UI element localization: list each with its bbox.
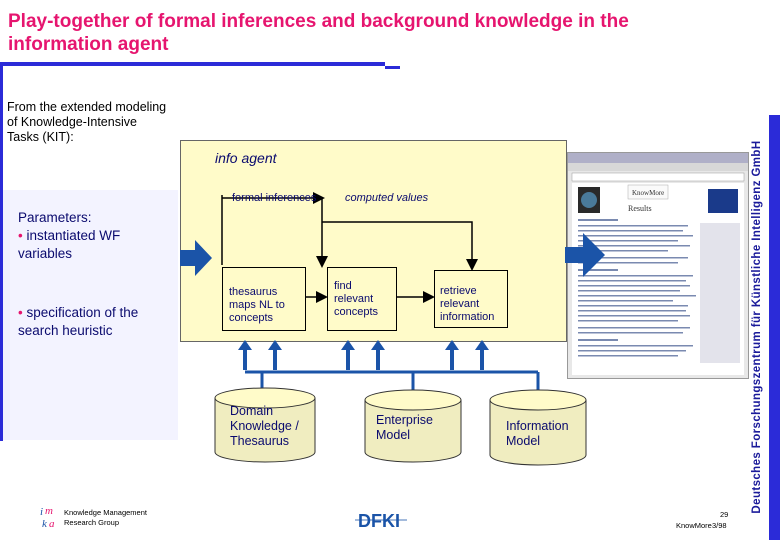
slide-title: Play-together of formal inferences and b… [8, 11, 629, 55]
process-box-thesaurus-text: thesaurus maps NL to concepts [229, 286, 285, 324]
info-agent-label: info agent [215, 150, 277, 166]
cylinder-information-label: Information Model [506, 419, 569, 448]
kmrg-logo: i m k a [38, 503, 64, 529]
svg-text:Results: Results [628, 204, 652, 213]
footer-group-name: Knowledge Management Research Group [64, 508, 147, 528]
svg-text:m: m [45, 505, 53, 517]
cylinder-enterprise [364, 389, 462, 463]
footer-project: KnowMore [676, 521, 712, 530]
parameter-item-2-text: specification of the search heuristic [18, 305, 139, 338]
process-box-retrieve-text: retrieve relevant information [440, 285, 495, 323]
cylinder-enterprise-label: Enterprise Model [376, 413, 433, 442]
computed-to-retrieve-arrow [322, 221, 478, 271]
browser-screenshot-graphic: KnowMore Results [568, 153, 748, 375]
parameters-panel [3, 190, 178, 440]
process-box-retrieve: retrieve relevant information [434, 270, 508, 328]
bullet-icon: • [18, 305, 23, 320]
cylinder-information [489, 389, 587, 466]
right-accent-bar [769, 115, 780, 540]
vertical-branding: Deutsches Forschungszentrum für Künstlic… [745, 115, 769, 540]
bullet-icon: • [18, 228, 23, 243]
parameters-heading: Parameters: [18, 210, 92, 225]
cylinder-domain-label: Domain Knowledge / Thesaurus [230, 404, 299, 448]
svg-text:a: a [49, 518, 55, 529]
parameters-block: Parameters: • instantiated WF variables [18, 209, 173, 263]
params-to-agent-arrow [180, 240, 212, 276]
footer-group-line1: Knowledge Management [64, 508, 147, 517]
title-underline-step [385, 66, 400, 69]
cylinder-domain [214, 387, 316, 463]
dfki-logo: DFKI [355, 509, 407, 531]
footer-group-line2: Research Group [64, 518, 120, 527]
process-box-find: find relevant concepts [327, 267, 397, 331]
parameter-item-1: • instantiated WF variables [18, 227, 173, 263]
footer-date: 3/98 [712, 521, 727, 530]
browser-screenshot: KnowMore Results [567, 152, 749, 379]
title-underline [0, 62, 385, 66]
dfki-logo-text: DFKI [358, 511, 400, 531]
process-box-thesaurus: thesaurus maps NL to concepts [222, 267, 306, 331]
process-box-find-text: find relevant concepts [334, 280, 379, 318]
svg-text:k: k [42, 518, 48, 529]
agent-to-results-arrow [565, 233, 605, 277]
parameter-item-1-text: instantiated WF variables [18, 228, 121, 261]
upward-arrows [238, 340, 489, 370]
page-number: 29 [720, 510, 729, 519]
parameter-item-2: • specification of the search heuristic [18, 304, 173, 340]
left-accent-bar [0, 66, 3, 441]
formal-inferences-label: formal inferences [232, 192, 317, 204]
svg-text:KnowMore: KnowMore [632, 189, 664, 197]
svg-text:i: i [40, 506, 43, 518]
kit-intro-text: From the extended modeling of Knowledge-… [7, 100, 167, 144]
computed-values-label: computed values [345, 192, 429, 204]
